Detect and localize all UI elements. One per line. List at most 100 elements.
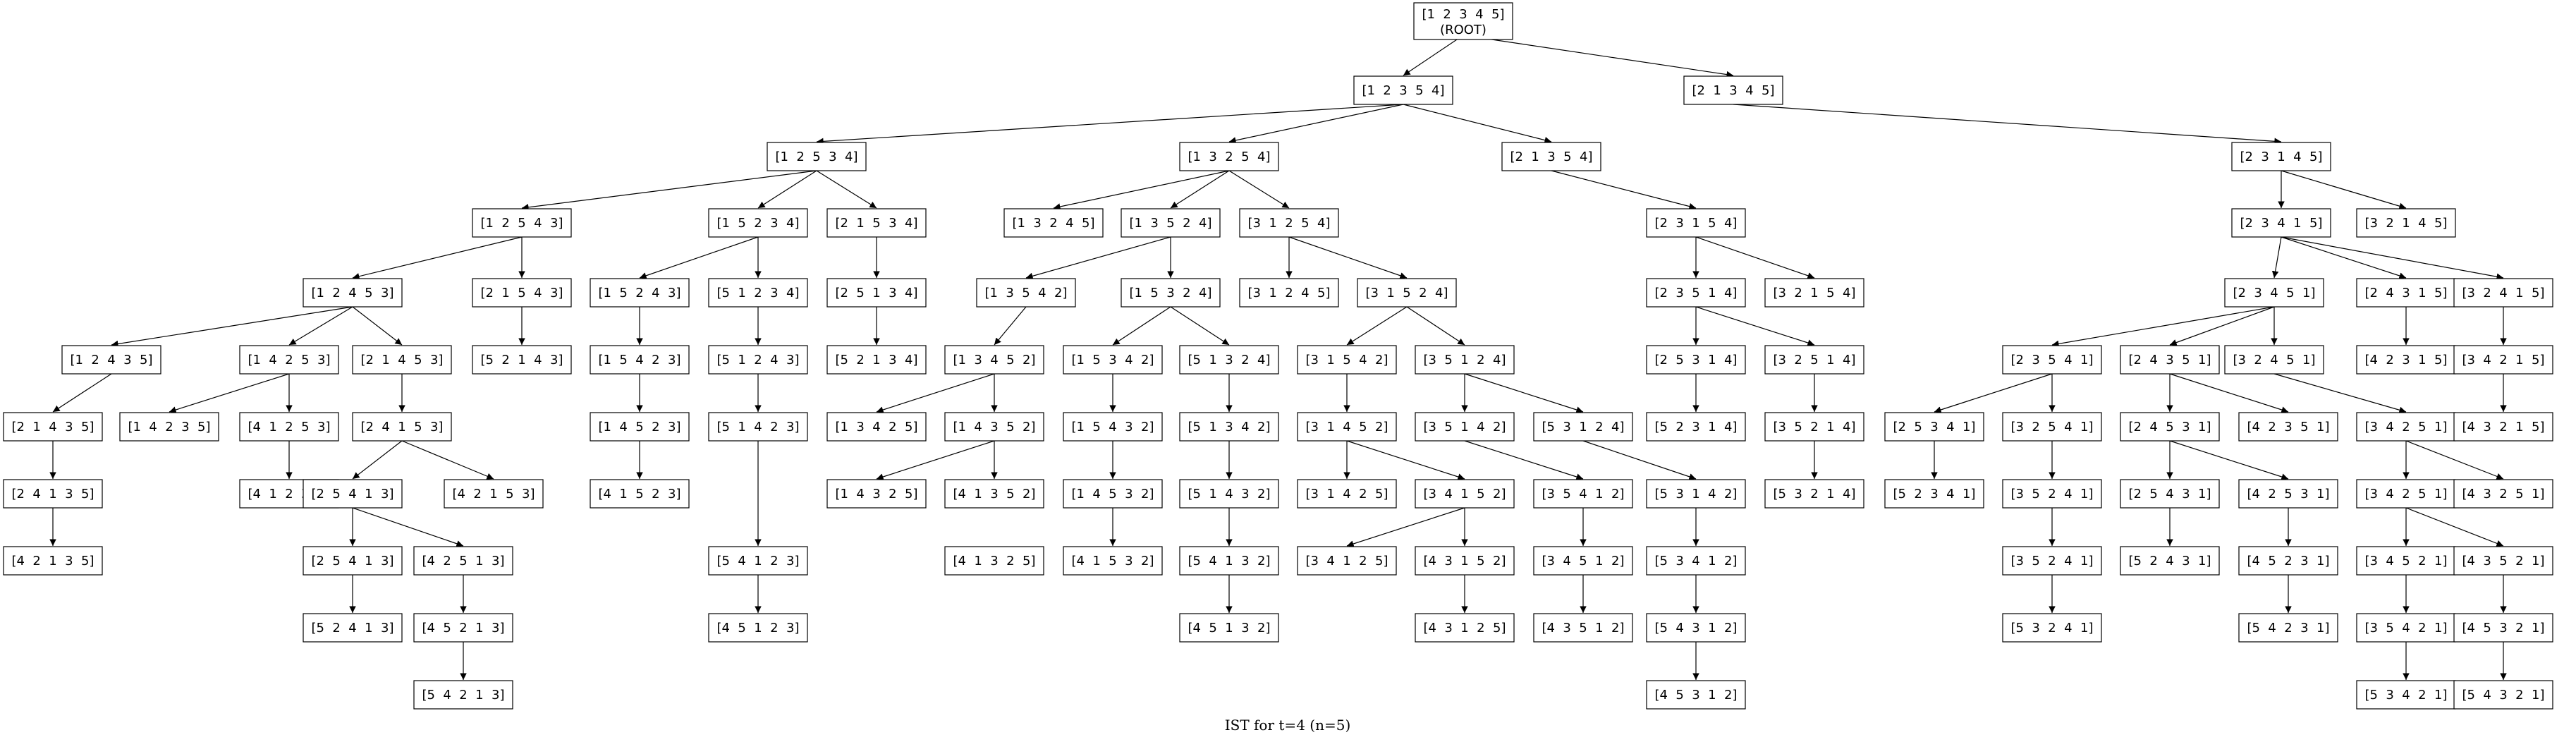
node-label: [4 3 2 1 5] <box>2462 420 2544 434</box>
node-box <box>1646 208 1746 238</box>
node-label: [3 1 4 2 5] <box>1305 487 1388 501</box>
node-box <box>239 345 339 375</box>
tree-node: [5 1 3 2 4] <box>1179 345 1279 375</box>
node-label: [5 4 1 3 2] <box>1188 554 1270 568</box>
tree-node: [1 2 5 4 3] <box>472 208 572 238</box>
node-box <box>944 412 1044 442</box>
node-box <box>472 208 572 238</box>
node-box <box>2231 142 2331 171</box>
tree-node: [3 1 5 4 2] <box>1297 345 1397 375</box>
node-label: [1 5 4 3 2] <box>1071 420 1154 434</box>
edge-n34251b-n43521 <box>2405 507 2504 547</box>
edge-n53124-n53142 <box>1582 440 1697 480</box>
tree-node: [2 5 4 1 3] <box>303 546 403 576</box>
node-label: [1 2 3 5 4] <box>1362 83 1444 98</box>
node-label: [3 2 4 5 1] <box>2233 353 2315 367</box>
tree-node: [5 3 1 2 4] <box>1533 412 1633 442</box>
node-box <box>1646 546 1746 576</box>
node-box <box>826 345 927 375</box>
node-box <box>1063 345 1163 375</box>
tree-node: [3 2 5 1 4] <box>1764 345 1864 375</box>
node-box <box>1533 613 1633 643</box>
edge-n34251-n43251 <box>2405 440 2504 480</box>
node-label: [4 5 2 1 3] <box>422 621 504 635</box>
edge-n12354-n21354 <box>1403 104 1552 144</box>
node-box <box>3 412 103 442</box>
node-box <box>708 412 808 442</box>
node-label: [3 4 1 5 2] <box>1423 487 1506 501</box>
tree-node: [3 5 1 2 4] <box>1415 345 1515 375</box>
node-box <box>472 278 572 308</box>
node-box <box>352 412 452 442</box>
tree-node: [4 3 2 1 5] <box>2453 412 2553 442</box>
tree-node: [4 1 2 5 3] <box>239 412 339 442</box>
tree-node: [1 2 5 3 4] <box>767 142 867 171</box>
node-label: [1 3 5 4 2] <box>984 286 1067 300</box>
node-box <box>413 546 513 576</box>
tree-node: [2 5 1 3 4] <box>826 278 927 308</box>
node-box <box>826 479 927 509</box>
tree-node: [1 4 3 5 2] <box>944 412 1044 442</box>
node-label: [5 2 1 3 4] <box>835 353 917 367</box>
tree-node: [5 3 4 1 2] <box>1646 546 1746 576</box>
node-sublabel: (ROOT) <box>1440 23 1487 37</box>
tree-node: [3 5 4 2 1] <box>2356 613 2456 643</box>
node-label: [5 4 3 2 1] <box>2462 688 2544 703</box>
edge-n13452-n13425 <box>876 373 995 413</box>
tree-node: [4 2 5 1 3] <box>413 546 513 576</box>
node-box <box>2356 345 2456 375</box>
node-box <box>2356 546 2456 576</box>
node-label: [1 4 2 3 5] <box>128 420 210 434</box>
tree-nodes: [1 2 3 4 5](ROOT)[1 2 3 5 4][2 1 3 4 5][… <box>3 2 2553 710</box>
tree-node: [2 3 4 5 1] <box>2224 278 2324 308</box>
node-box <box>1415 345 1515 375</box>
diagram-caption: IST for t=4 (n=5) <box>1225 717 1351 734</box>
edge-n34152-n34125 <box>1346 507 1465 547</box>
tree-node: [5 1 3 4 2] <box>1179 412 1279 442</box>
edge-n31452-n34152 <box>1346 440 1465 480</box>
node-box <box>472 345 572 375</box>
node-box <box>2002 479 2102 509</box>
node-label: [5 3 1 4 2] <box>1654 487 1737 501</box>
edge-n23415-n32415 <box>2281 236 2504 280</box>
node-label: [2 1 5 4 3] <box>480 286 563 300</box>
node-box <box>1764 278 1864 308</box>
tree-node: [3 2 1 4 5] <box>2356 208 2456 238</box>
node-label: [5 1 3 4 2] <box>1188 420 1270 434</box>
node-box <box>3 479 103 509</box>
node-box <box>2453 412 2553 442</box>
tree-node: [4 5 1 2 3] <box>708 613 808 643</box>
node-label: [3 4 5 2 1] <box>2364 554 2447 568</box>
edge-n31524-n35124 <box>1406 306 1465 346</box>
tree-node: [5 2 4 1 3] <box>303 613 403 643</box>
tree-node: [5 2 3 1 4] <box>1646 412 1746 442</box>
node-label: [5 4 1 2 3] <box>716 554 799 568</box>
tree-node: [5 1 4 3 2] <box>1179 479 1279 509</box>
edge-n13542-n13452 <box>994 306 1027 346</box>
node-label: [4 3 5 1 2] <box>1542 621 1624 635</box>
node-label: [1 4 5 3 2] <box>1071 487 1154 501</box>
node-label: [3 1 2 4 5] <box>1247 286 1330 300</box>
node-label: [2 1 4 5 3] <box>360 353 443 367</box>
node-box <box>708 278 808 308</box>
node-box <box>303 546 403 576</box>
node-box <box>2231 208 2331 238</box>
tree-node: [3 5 1 4 2] <box>1415 412 1515 442</box>
node-label: [2 5 3 4 1] <box>1893 420 1975 434</box>
node-label: [2 3 4 5 1] <box>2233 286 2315 300</box>
node-box <box>413 613 513 643</box>
node-box <box>2238 546 2338 576</box>
tree-node: [1 4 2 5 3] <box>239 345 339 375</box>
node-label: [3 2 5 1 4] <box>1773 353 1855 367</box>
tree-node: [1 4 5 2 3] <box>590 412 690 442</box>
node-box <box>2002 613 2102 643</box>
node-label: [4 1 2 5 3] <box>248 420 330 434</box>
node-label: [1 4 3 2 5] <box>835 487 917 501</box>
node-label: [4 3 1 5 2] <box>1423 554 1506 568</box>
node-box <box>1533 479 1633 509</box>
node-box <box>2120 345 2220 375</box>
edge-n12354-n12534 <box>816 104 1404 145</box>
node-label: [3 1 4 5 2] <box>1305 420 1388 434</box>
node-box <box>1501 142 1601 171</box>
tree-node: [1 5 4 2 3] <box>590 345 690 375</box>
